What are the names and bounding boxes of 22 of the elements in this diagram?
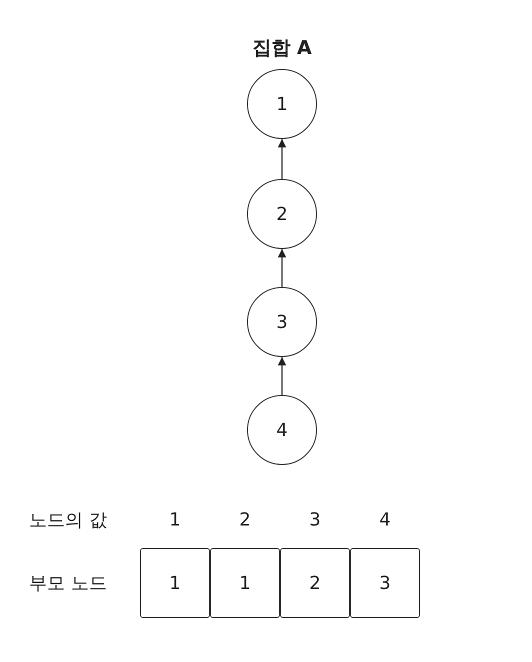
table-cell-box (350, 548, 420, 618)
value-label: 2 (239, 510, 251, 530)
arrow (278, 357, 286, 395)
row-header: 노드의 값 (29, 509, 107, 532)
node-label: 1 (169, 572, 181, 594)
node-label: 1 (239, 572, 251, 594)
table-cell-box (280, 548, 350, 618)
table-cell-box (210, 548, 280, 618)
row-header: 부모 노드 (29, 572, 107, 595)
node-label: 4 (276, 420, 288, 440)
node-label: 1 (276, 94, 288, 114)
node-label: 2 (276, 204, 288, 224)
diagram-title: 집합 A (252, 36, 312, 61)
node-label: 2 (309, 572, 321, 594)
node-label: 3 (276, 312, 288, 332)
value-label: 1 (169, 510, 181, 530)
node-label: 3 (379, 572, 391, 594)
value-label: 4 (379, 510, 391, 530)
value-label: 3 (309, 510, 321, 530)
arrow (278, 249, 286, 287)
table-cell-box (140, 548, 210, 618)
arrow (278, 139, 286, 179)
